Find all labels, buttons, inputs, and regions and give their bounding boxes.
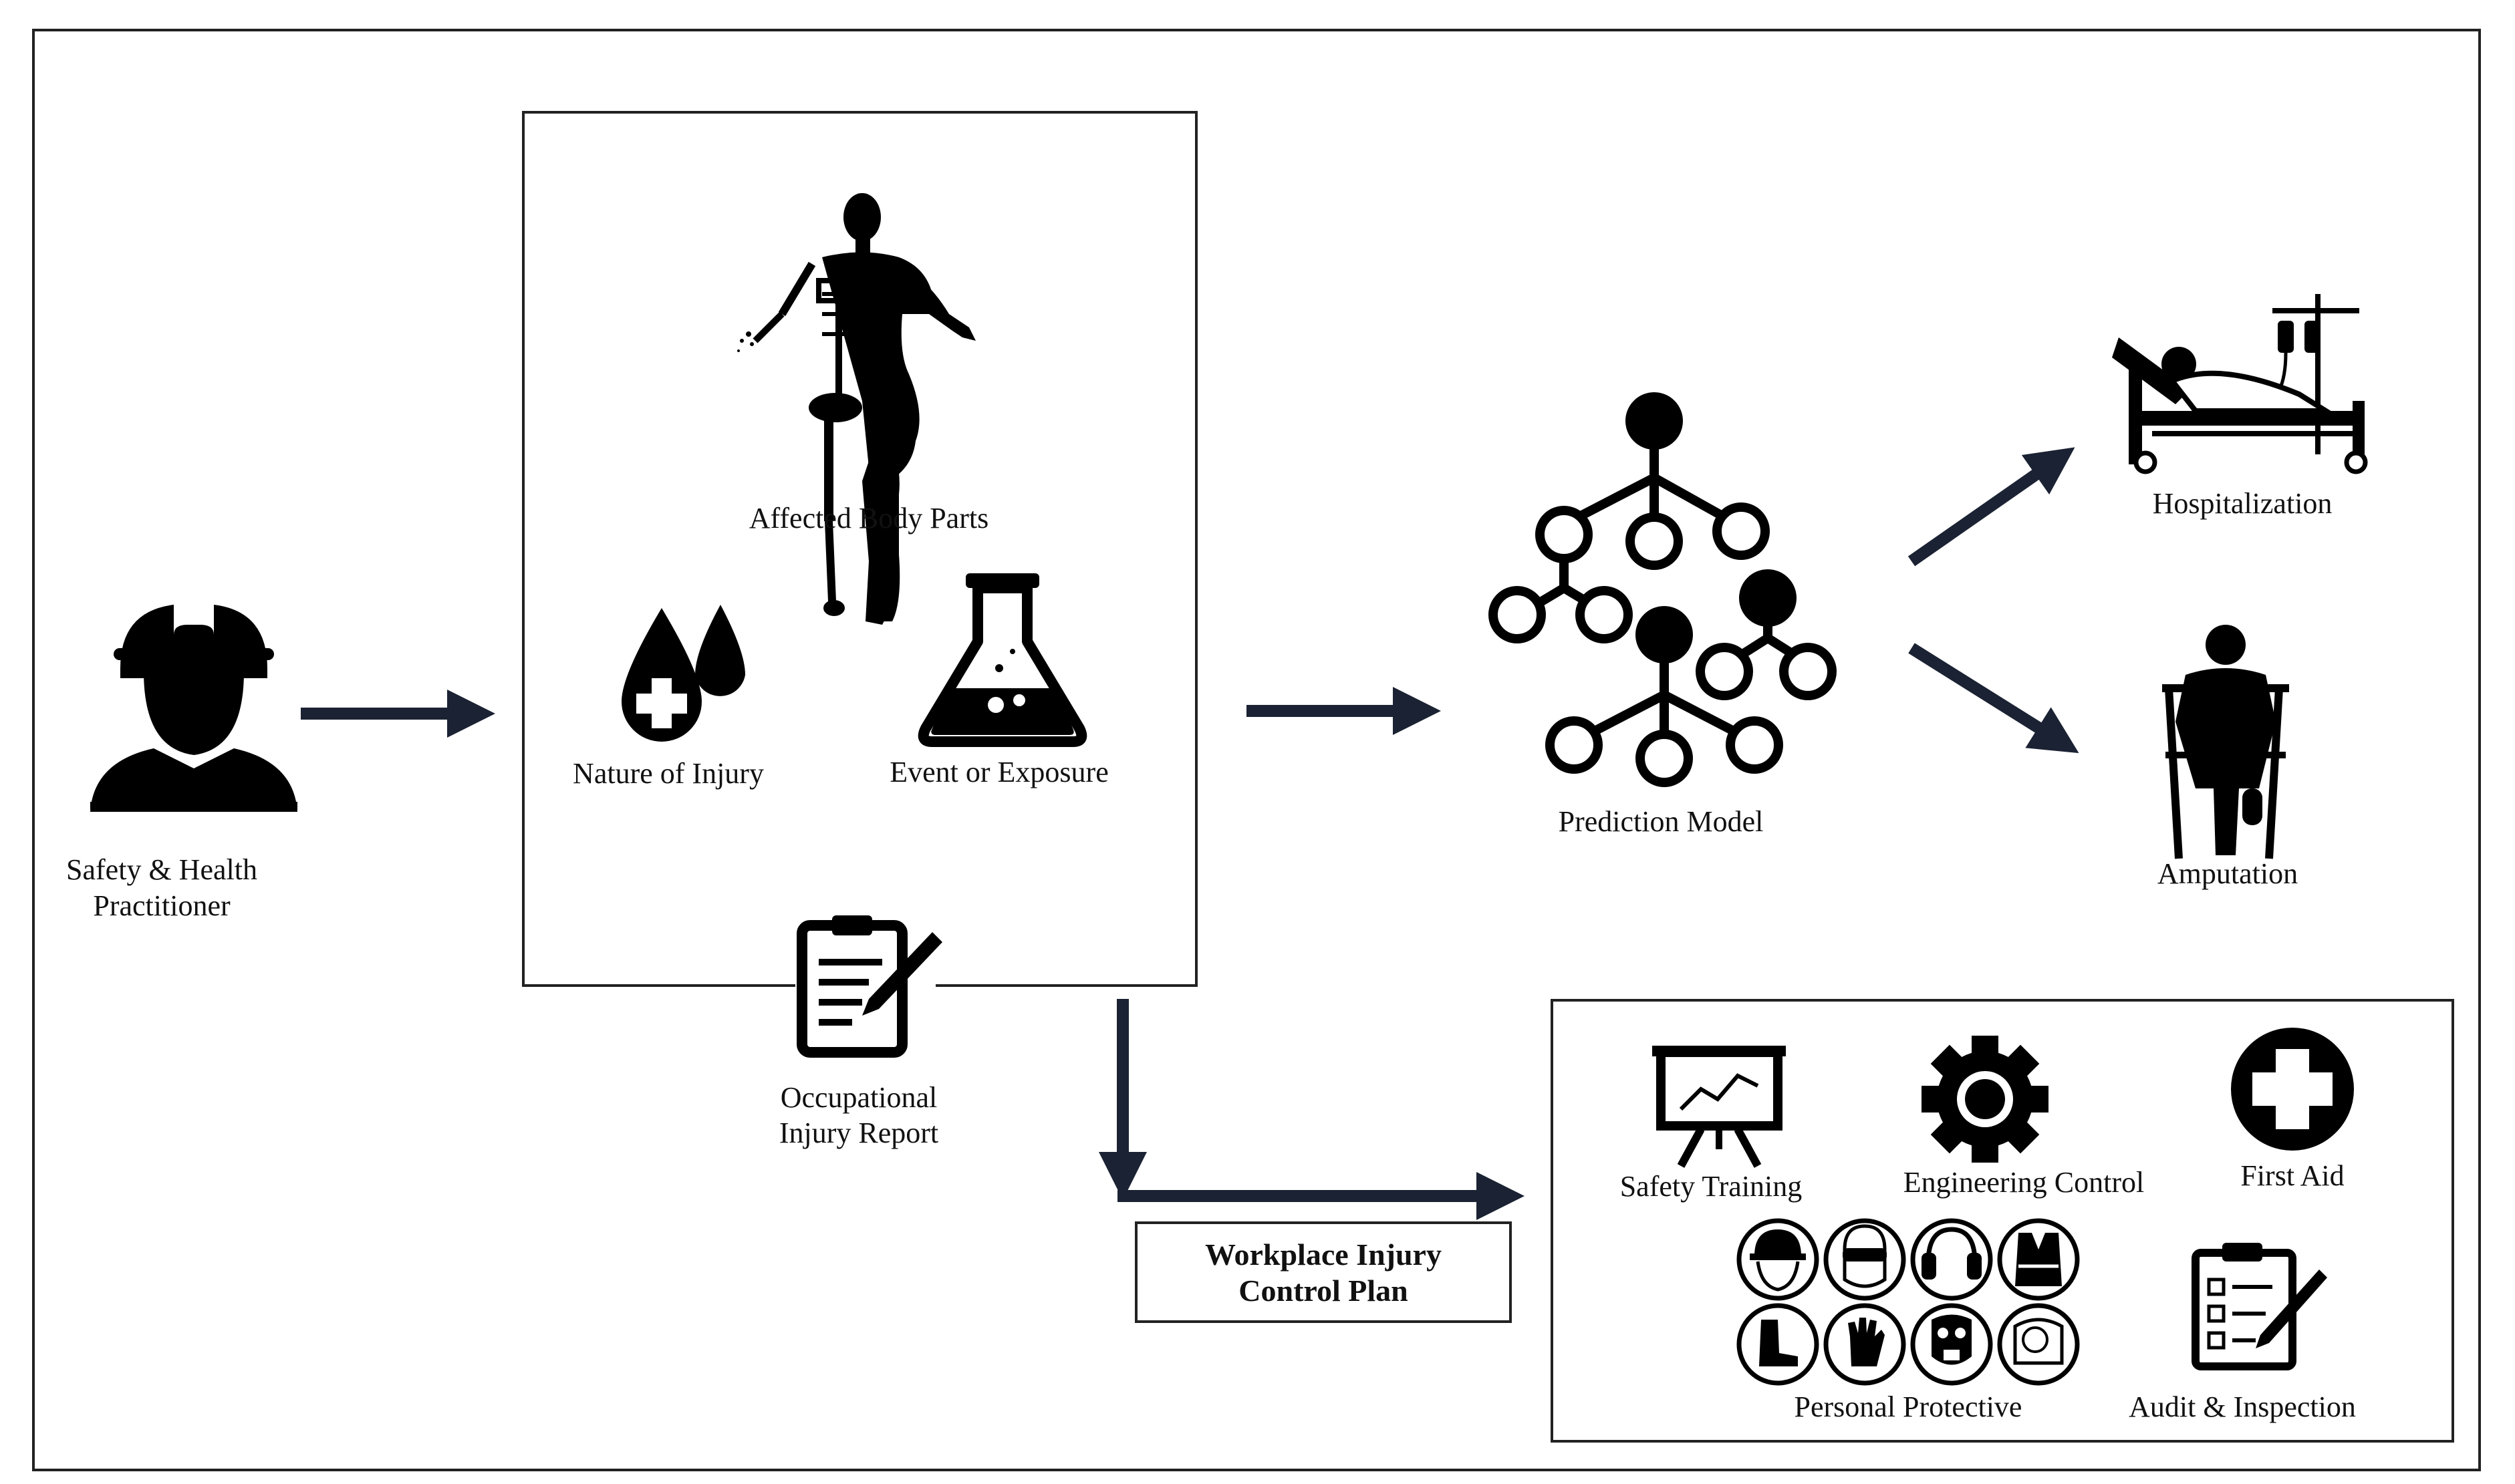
worker-icon <box>90 605 297 812</box>
clipboard-icon <box>795 915 942 1059</box>
hard-hat-icon <box>1736 1218 1819 1301</box>
tree-network-icon <box>1488 392 1837 787</box>
arrow-model-to-hospitalization <box>1907 447 2075 567</box>
first-aid-label: First Aid <box>2240 1159 2344 1192</box>
ppe-icons <box>1736 1218 2080 1386</box>
safety-training-label: Safety Training <box>1620 1170 1803 1203</box>
flask-icon <box>918 573 1087 747</box>
safety-glasses-icon <box>1823 1218 1906 1301</box>
hospital-bed-icon <box>2112 294 2368 474</box>
gloves-icon <box>1823 1303 1906 1386</box>
amputee-icon <box>2162 625 2289 859</box>
ear-muffs-icon <box>1910 1218 1993 1301</box>
audit-checklist-icon <box>2192 1243 2327 1370</box>
report-label-line1: Occupational <box>781 1081 938 1114</box>
control-plan-label-line1: Workplace Injury <box>1205 1237 1442 1272</box>
engineering-control-label: Engineering Control <box>1903 1166 2145 1199</box>
audit-inspection-label: Audit & Inspection <box>2129 1390 2356 1423</box>
amputation-label: Amputation <box>2157 857 2298 890</box>
control-plan-box <box>1135 1221 1512 1323</box>
practitioner-label-line2: Practitioner <box>93 889 231 922</box>
boots-icon <box>1736 1303 1819 1386</box>
outer-frame <box>32 29 2481 1471</box>
body-parts-icon <box>737 193 976 625</box>
prediction-model-label: Prediction Model <box>1559 805 1764 838</box>
practitioner-label-line1: Safety & Health <box>66 853 257 886</box>
event-or-exposure-label: Event or Exposure <box>890 756 1108 788</box>
first-aid-icon <box>2231 1028 2354 1151</box>
face-shield-icon <box>1997 1303 2080 1386</box>
nature-of-injury-label: Nature of Injury <box>573 757 764 790</box>
blood-drop-icon <box>622 605 745 742</box>
report-label-line2: Injury Report <box>779 1117 938 1149</box>
respirator-icon <box>1910 1303 1993 1386</box>
control-measures-box <box>1551 999 2454 1443</box>
safety-training-icon <box>1652 1046 1786 1168</box>
gear-icon <box>1922 1036 2048 1163</box>
arrow-model-to-amputation <box>1908 643 2079 754</box>
hospitalization-label: Hospitalization <box>2153 487 2333 520</box>
affected-body-parts-label: Affected Body Parts <box>749 502 988 535</box>
personal-protective-label: Personal Protective <box>1795 1390 2022 1423</box>
safety-vest-icon <box>1997 1218 2080 1301</box>
control-plan-label-line2: Control Plan <box>1238 1274 1408 1308</box>
